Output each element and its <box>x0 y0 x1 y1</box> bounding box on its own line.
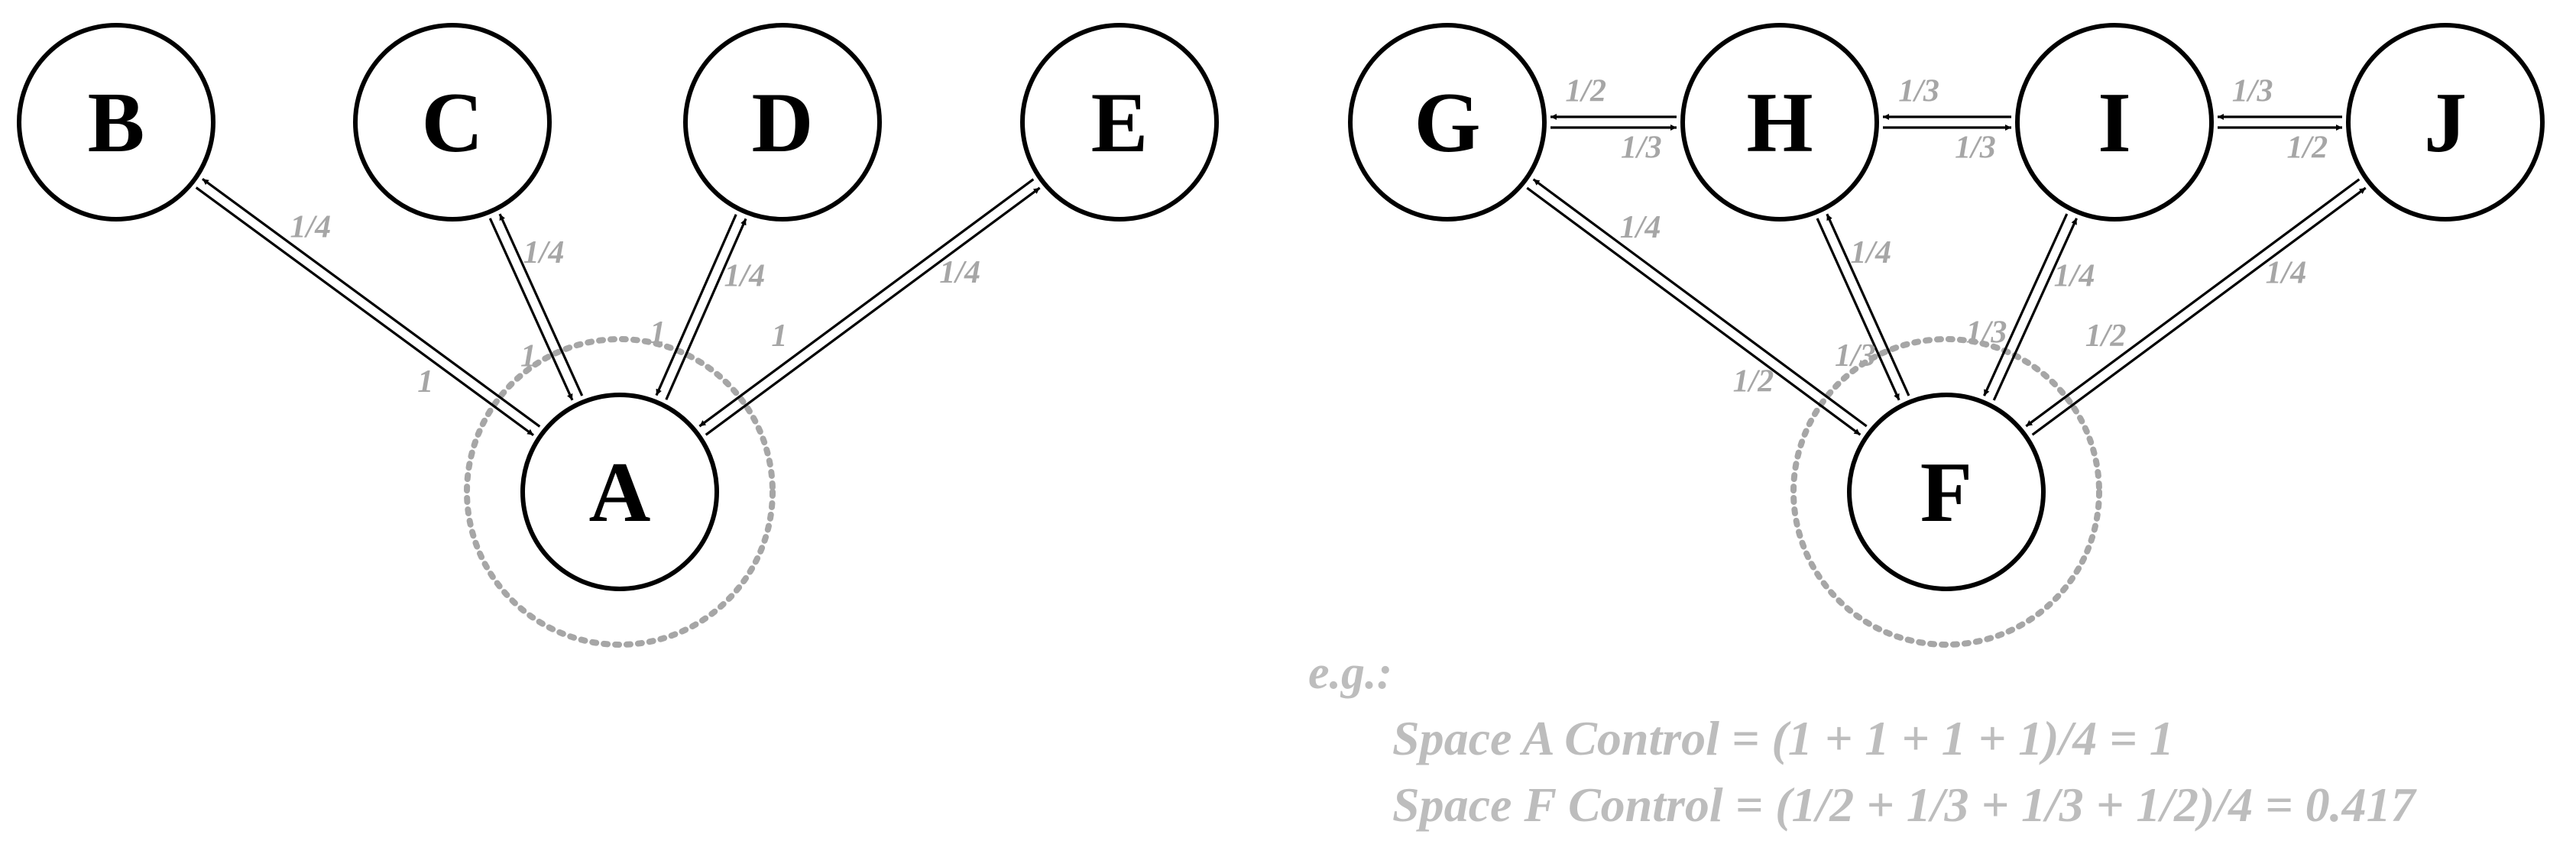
edge-j-to-f <box>2025 178 2361 428</box>
node-label-b: B <box>88 76 145 170</box>
edge-label-g-to-h: 1/3 <box>1621 131 1662 166</box>
node-b: B <box>17 23 215 222</box>
edge-label-i-to-j: 1/2 <box>2287 131 2328 166</box>
node-f: F <box>1847 393 2046 591</box>
edge-a-to-c <box>498 213 584 396</box>
edge-a-to-d <box>665 218 747 400</box>
edge-label-i-to-f: 1/3 <box>1966 315 2007 351</box>
nodes: A B C D E F G H I J <box>17 23 2545 591</box>
focus-ring-f <box>1790 336 2102 648</box>
edge-label-j-to-i: 1/3 <box>2232 74 2273 109</box>
edge-labels: 1/411/411/411/411/21/31/31/31/31/21/41/2… <box>290 74 2328 399</box>
edge-a-to-e <box>705 186 1041 436</box>
node-circle-g <box>1348 23 1547 222</box>
edge-b-to-a <box>195 186 534 437</box>
edge-label-g-to-f: 1/2 <box>1733 364 1774 399</box>
node-c: C <box>353 23 552 222</box>
node-circle-j <box>2346 23 2545 222</box>
node-circle-h <box>1680 23 1879 222</box>
edge-e-to-a <box>698 178 1035 428</box>
node-d: D <box>683 23 882 222</box>
edge-f-to-j <box>2031 186 2367 436</box>
node-circle-d <box>683 23 882 222</box>
edge-label-i-to-h: 1/3 <box>1898 74 1939 109</box>
edge-label-a-to-c: 1/4 <box>523 235 565 270</box>
edge-label-d-to-a: 1 <box>650 315 666 351</box>
edge-label-f-to-g: 1/4 <box>1620 210 1661 245</box>
edge-g-to-f <box>1526 186 1862 436</box>
edge-label-h-to-g: 1/2 <box>1565 74 1606 109</box>
edge-label-j-to-f: 1/2 <box>2085 319 2127 354</box>
node-label-f: F <box>1920 445 1972 540</box>
edge-label-c-to-a: 1 <box>520 338 536 374</box>
formula-space-f-control: Space F Control = (1/2 + 1/3 + 1/3 + 1/2… <box>1392 778 2416 832</box>
edge-label-a-to-d: 1/4 <box>724 258 765 293</box>
node-e: E <box>1020 23 1219 222</box>
edge-h-to-f <box>1816 218 1900 401</box>
edge-f-to-h <box>1826 213 1910 396</box>
node-circle-c <box>353 23 552 222</box>
node-a: A <box>520 393 719 591</box>
node-label-c: C <box>422 76 484 170</box>
node-label-i: I <box>2098 76 2131 170</box>
node-label-a: A <box>589 445 651 540</box>
edge-label-a-to-b: 1/4 <box>290 210 331 245</box>
highlight-rings <box>464 336 2102 648</box>
node-j: J <box>2346 23 2545 222</box>
edge-label-f-to-h: 1/4 <box>1850 235 1891 270</box>
edge-label-h-to-f: 1/3 <box>1835 338 1876 374</box>
node-label-d: D <box>752 76 814 170</box>
node-circle-i <box>2015 23 2214 222</box>
edges <box>195 114 2367 437</box>
formula-space-a-control: Space A Control = (1 + 1 + 1 + 1)/4 = 1 <box>1392 711 2174 765</box>
edge-f-to-g <box>1532 178 1868 428</box>
edge-i-to-f <box>1983 213 2069 396</box>
node-circle-a <box>520 393 719 591</box>
edge-label-f-to-i: 1/4 <box>2054 259 2095 294</box>
edge-d-to-a <box>655 214 737 396</box>
node-g: G <box>1348 23 1547 222</box>
edge-label-b-to-a: 1 <box>417 364 433 399</box>
node-circle-e <box>1020 23 1219 222</box>
edge-label-h-to-i: 1/3 <box>1955 131 1996 166</box>
edge-label-f-to-j: 1/4 <box>2266 255 2307 290</box>
edge-c-to-a <box>488 218 574 401</box>
node-circle-f <box>1847 393 2046 591</box>
node-label-g: G <box>1414 76 1480 170</box>
example-label: e.g.: <box>1308 647 1393 699</box>
edge-a-to-b <box>202 177 541 428</box>
node-h: H <box>1680 23 1879 222</box>
node-label-e: E <box>1091 76 1149 170</box>
edge-f-to-i <box>1992 218 2078 401</box>
node-circle-b <box>17 23 215 222</box>
edge-label-a-to-e: 1/4 <box>939 255 980 290</box>
node-label-h: H <box>1746 76 1813 170</box>
edge-label-e-to-a: 1 <box>771 319 787 354</box>
node-i: I <box>2015 23 2214 222</box>
node-label-j: J <box>2424 76 2467 170</box>
focus-ring-a <box>464 336 776 648</box>
